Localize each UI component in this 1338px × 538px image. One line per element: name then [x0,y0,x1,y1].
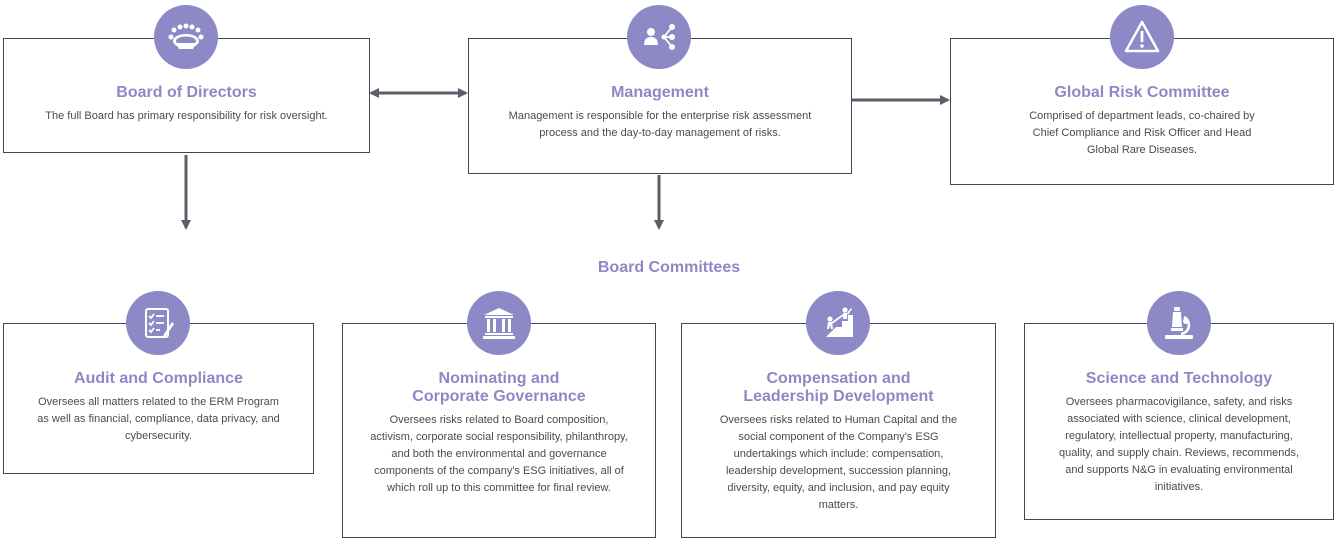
compensation-leadership-description: Oversees risks related to Human Capital … [719,414,958,511]
compensation-leadership-title-line2: Leadership Development [743,388,934,405]
global-risk-committee-description: Comprised of department leads, co-chaire… [1029,110,1255,156]
audit-compliance-description: Oversees all matters related to the ERM … [37,396,280,442]
science-technology-description: Oversees pharmacovigilance, safety, and … [1058,396,1300,493]
management-title: Management [611,84,709,101]
boardroom-table-icon [154,5,218,69]
global-risk-committee-title: Global Risk Committee [1054,84,1230,101]
board-committees-heading: Board Committees [597,259,741,276]
compensation-leadership-title-line1: Compensation and [766,370,911,387]
management-description: Management is responsible for the enterp… [508,110,812,139]
science-technology-box: Science and Technology Oversees pharmaco… [1024,323,1334,520]
climbing-people-icon [806,291,870,355]
audit-compliance-title: Audit and Compliance [74,370,243,387]
science-technology-title: Science and Technology [1085,370,1273,387]
warning-triangle-icon [1110,5,1174,69]
org-network-icon [627,5,691,69]
government-building-icon [467,291,531,355]
compensation-leadership-box: Compensation and Leadership Development … [681,323,996,538]
global-risk-committee-box: Global Risk Committee Comprised of depar… [950,38,1334,185]
board-of-directors-description: The full Board has primary responsibilit… [45,110,328,122]
board-of-directors-title: Board of Directors [116,84,257,101]
nominating-governance-box: Nominating and Corporate Governance Over… [342,323,656,538]
microscope-icon [1147,291,1211,355]
nominating-governance-title-line1: Nominating and [438,370,560,387]
nominating-governance-title-line2: Corporate Governance [412,388,586,405]
checklist-icon [126,291,190,355]
nominating-governance-description: Oversees risks related to Board composit… [370,414,628,494]
